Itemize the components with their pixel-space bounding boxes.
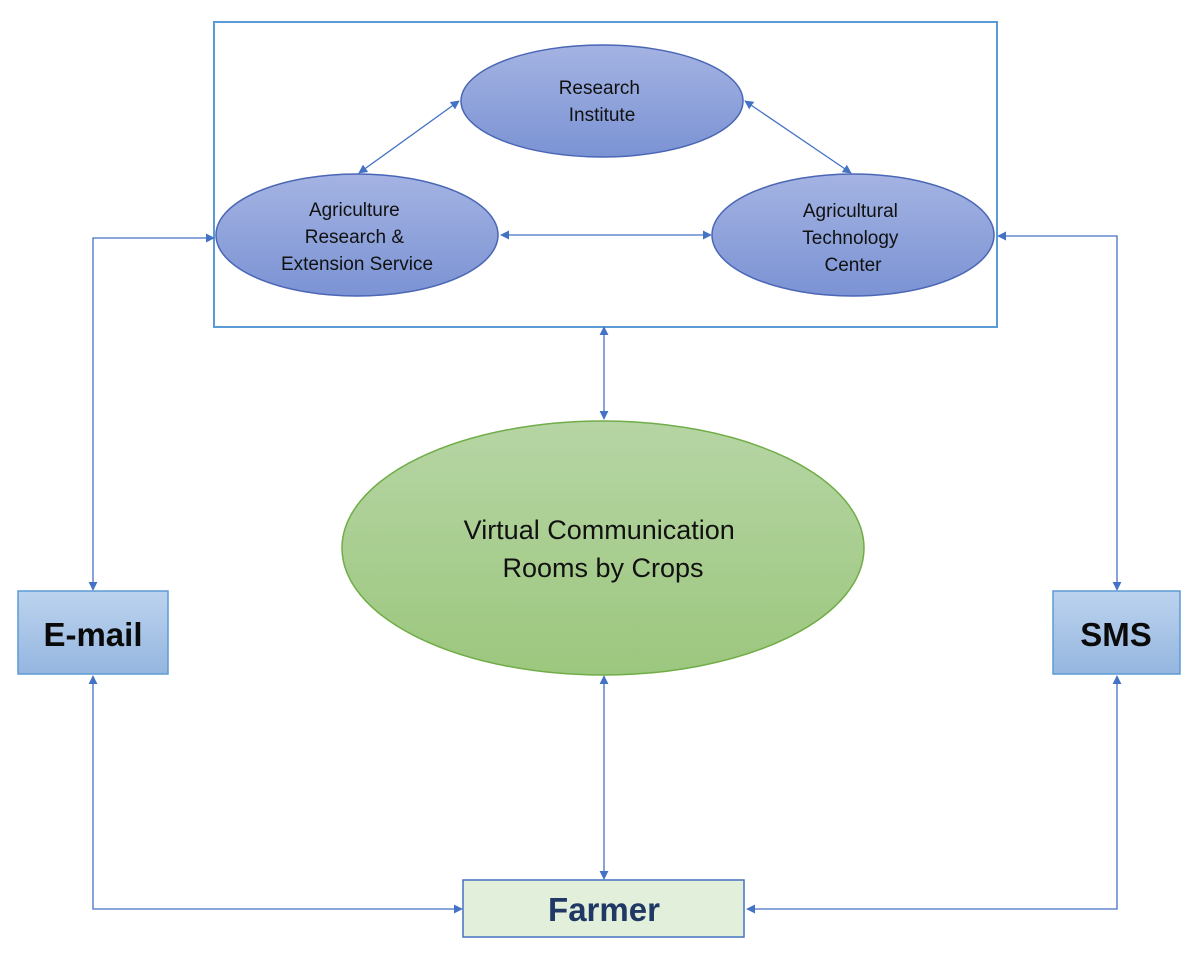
email-box — [17, 590, 169, 675]
tech-center-node: Agricultural Technology Center — [711, 173, 995, 297]
edge-research-institute-tech-center — [744, 100, 852, 174]
extension-service-node: Agriculture Research & Extension Service — [215, 173, 499, 297]
edge-sms-farmer — [746, 675, 1122, 914]
email-node: E-mail — [17, 590, 169, 675]
virtual-rooms-label: Virtual Communication Rooms by Crops — [464, 515, 743, 583]
farmer-node: Farmer — [462, 879, 745, 938]
sms-label: SMS — [1080, 616, 1152, 653]
edge-email-farmer — [88, 675, 463, 914]
farmer-label: Farmer — [548, 891, 660, 928]
farmer-box — [462, 879, 745, 938]
tech-center-ellipse — [711, 173, 995, 297]
extension-service-ellipse — [215, 173, 499, 297]
research-institute-node: Research Institute — [460, 44, 744, 158]
sms-box — [1052, 590, 1181, 675]
virtual-rooms-node: Virtual Communication Rooms by Crops — [341, 420, 865, 676]
tech-center-label: Agricultural Technology Center — [802, 201, 903, 276]
email-label: E-mail — [43, 616, 142, 653]
edge-extension-research-institute — [358, 100, 460, 174]
research-institute-ellipse — [460, 44, 744, 158]
edge-sms-tech-center — [997, 231, 1122, 591]
edges — [88, 100, 1122, 914]
sms-node: SMS — [1052, 590, 1181, 675]
research-institute-label: Research Institute — [559, 78, 646, 126]
extension-service-label: Agriculture Research & Extension Service — [281, 200, 433, 275]
edge-email-extension — [88, 233, 215, 591]
virtual-rooms-ellipse — [341, 420, 865, 676]
